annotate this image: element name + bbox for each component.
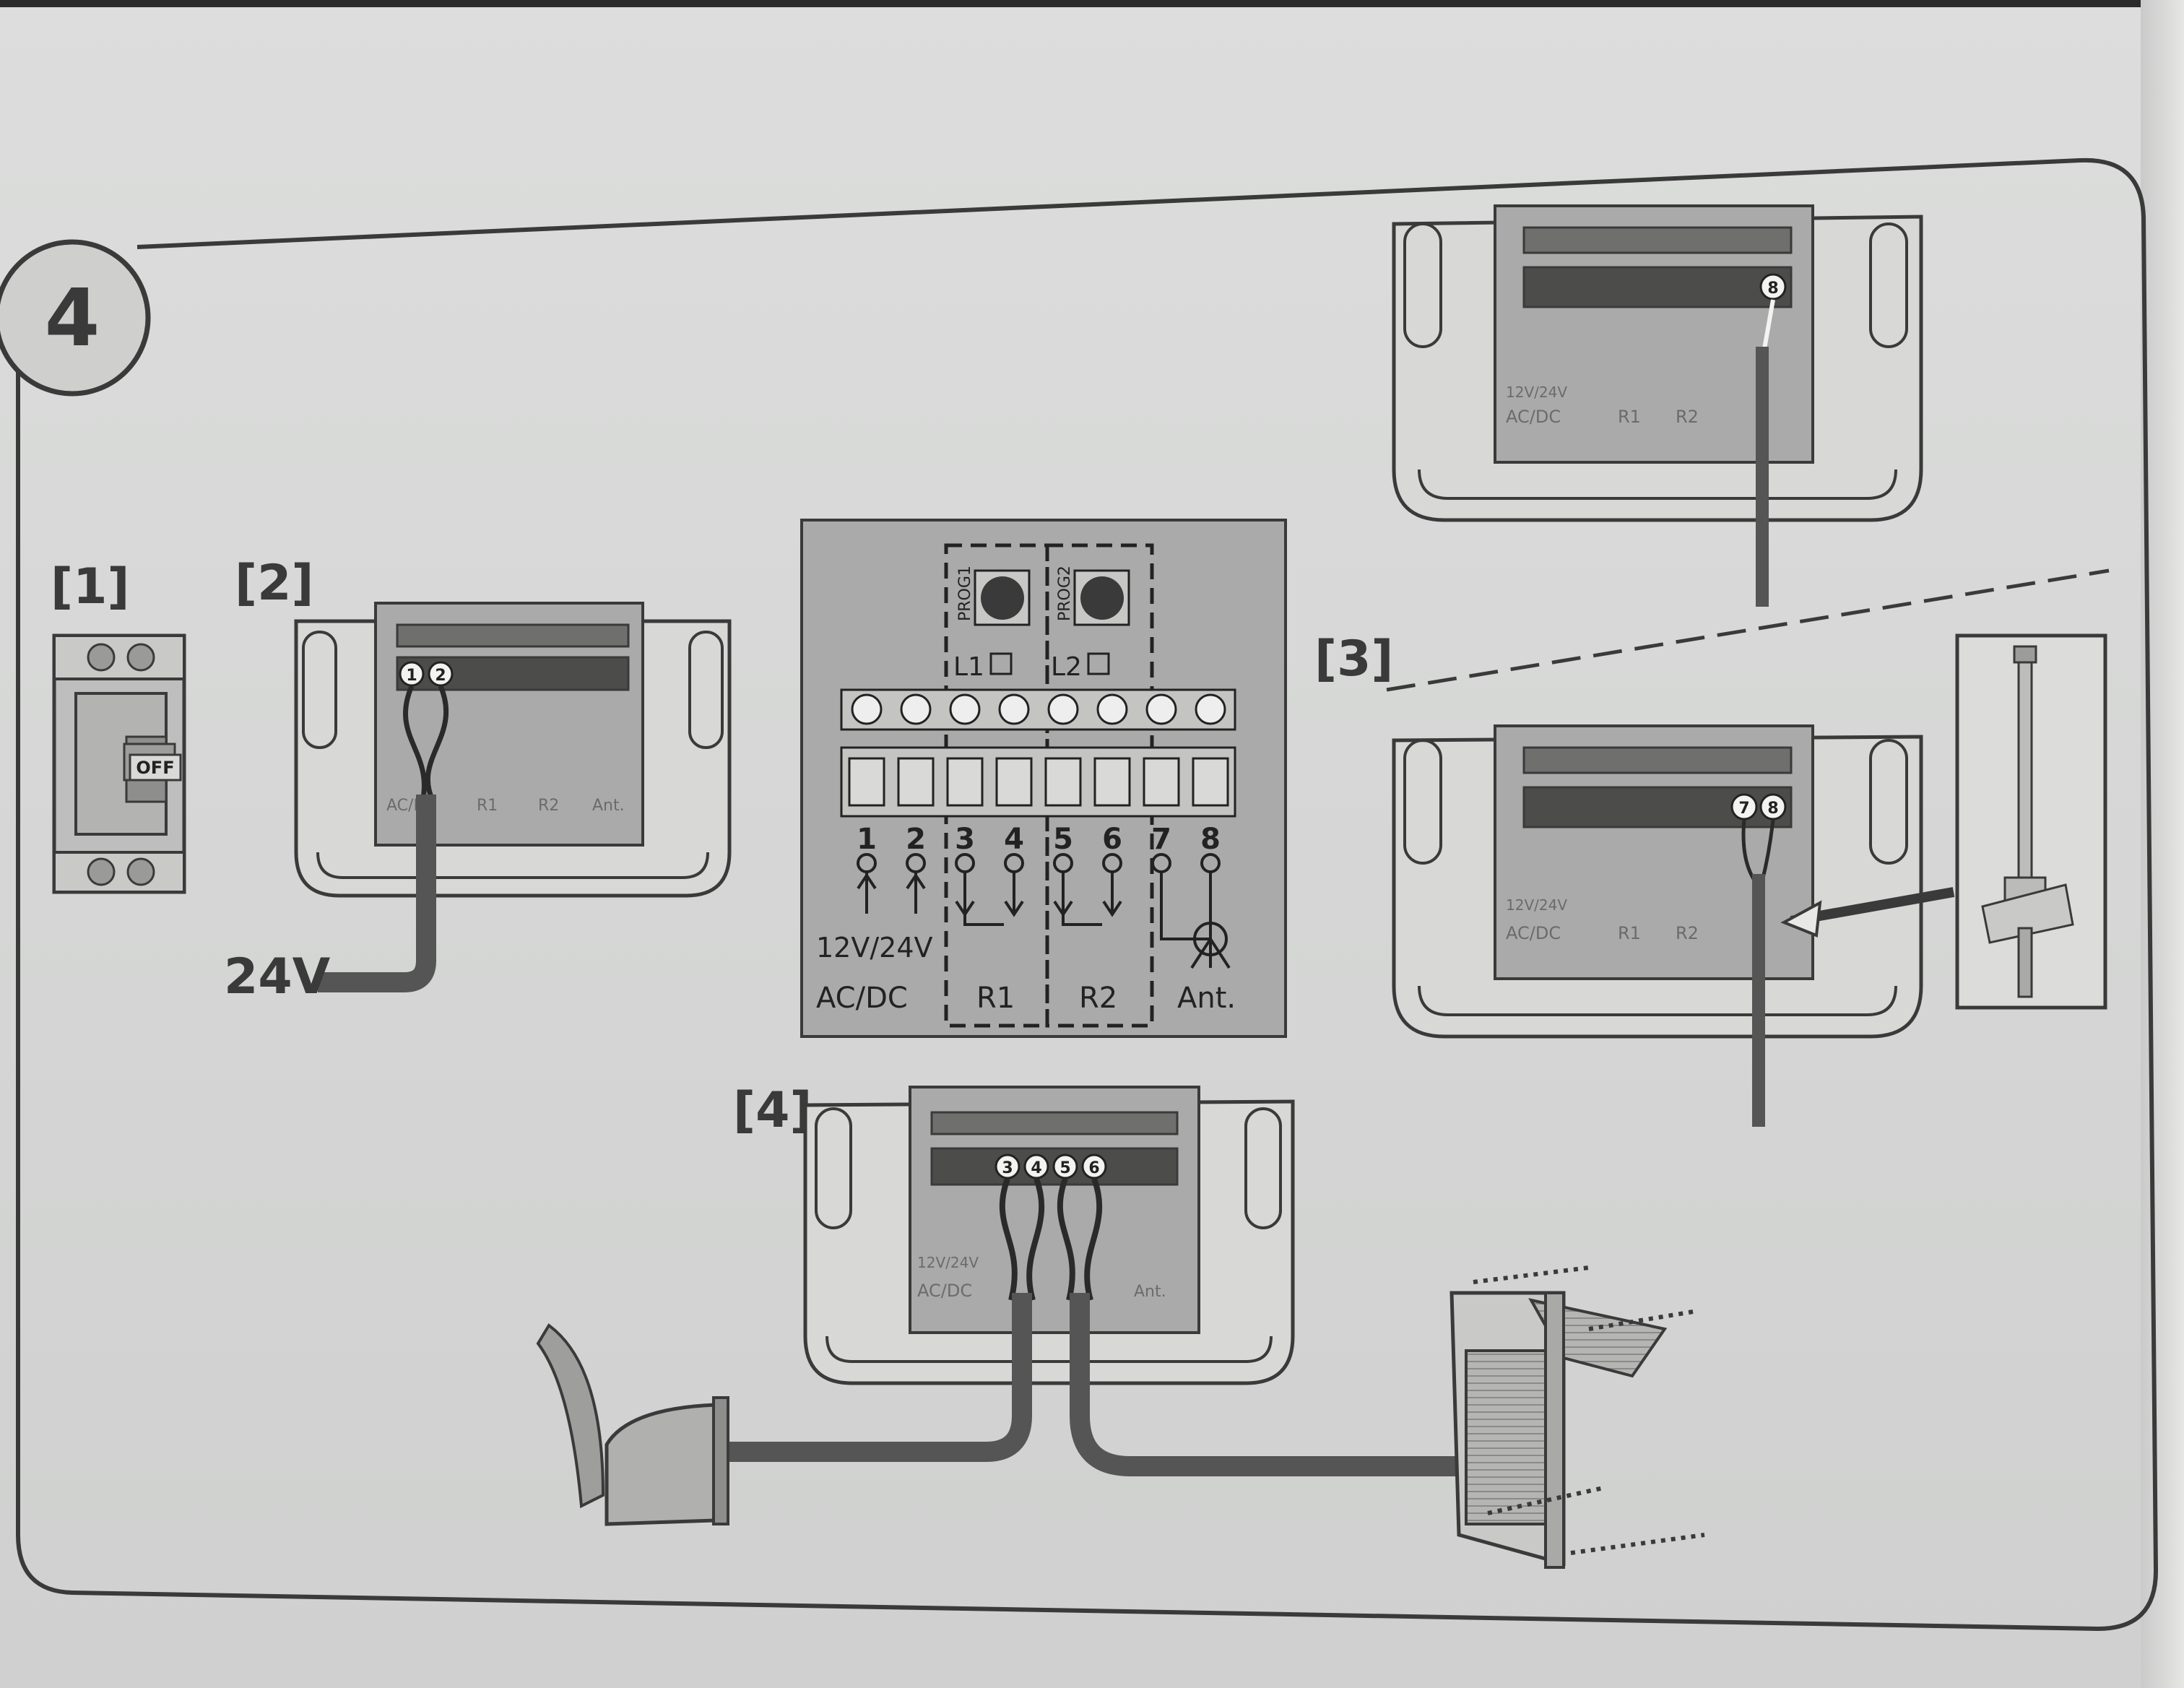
terminal-3: 3: [955, 823, 975, 856]
terminal-4: 4: [1004, 823, 1024, 856]
circuit-breaker: OFF: [52, 633, 186, 894]
terminal-sockets: [840, 746, 1236, 818]
external-antenna-inset: [1955, 633, 2107, 1010]
svg-text:R2: R2: [1676, 923, 1699, 943]
svg-text:R1: R1: [1618, 923, 1641, 943]
panel-label-2: [2]: [235, 555, 313, 612]
relay2-label: R2: [1079, 982, 1117, 1015]
receiver-relay-outputs: 3 4 5 6 12V/24V AC/DC Ant.: [711, 1086, 1459, 1476]
panel-label-4: [4]: [733, 1082, 812, 1139]
terminal-1: 1: [857, 823, 877, 856]
terminal-6: 6: [1102, 823, 1122, 856]
svg-text:1: 1: [406, 667, 417, 685]
terminal-8: 8: [1200, 823, 1221, 856]
svg-text:2: 2: [435, 667, 446, 685]
receiver-antenna-wire: 8 12V/24V AC/DC R1 R2: [1392, 204, 1923, 607]
svg-text:6: 6: [1088, 1159, 1099, 1177]
terminal-block-diagram: PROG1 PROG2 L1 L2: [800, 519, 1287, 1038]
panel-label-1: [1]: [51, 558, 129, 615]
svg-text:4: 4: [1031, 1159, 1041, 1177]
led2-label: L2: [1051, 652, 1082, 682]
page-edge-top: [0, 0, 2184, 7]
led1-label: L1: [953, 652, 984, 682]
receiver-external-antenna: 7 8 12V/24V AC/DC R1 R2: [1392, 724, 1955, 1127]
svg-text:Ant.: Ant.: [1134, 1283, 1166, 1301]
power-voltage-label: 12V/24V: [816, 932, 933, 964]
step-number: 4: [45, 272, 100, 364]
terminal-7: 7: [1151, 823, 1171, 856]
prog2-label: PROG2: [1056, 566, 1074, 621]
prog1-label: PROG1: [956, 566, 974, 621]
panel-label-3: [3]: [1314, 631, 1393, 688]
dashed-divider: [1386, 568, 2110, 692]
svg-text:R1: R1: [1618, 407, 1641, 427]
terminal-symbols: [857, 853, 1231, 969]
terminal-screws: [840, 688, 1236, 731]
svg-text:R2: R2: [1676, 407, 1699, 427]
antenna-label: Ant.: [1177, 982, 1236, 1015]
svg-text:AC/DC: AC/DC: [1506, 923, 1561, 943]
svg-text:12V/24V: 12V/24V: [1506, 896, 1567, 914]
step-number-badge: 4: [0, 239, 151, 397]
svg-text:AC/DC: AC/DC: [1506, 407, 1561, 427]
svg-text:R1: R1: [477, 797, 498, 815]
svg-text:3: 3: [1002, 1159, 1013, 1177]
svg-text:12V/24V: 12V/24V: [917, 1254, 979, 1271]
step-frame: [16, 157, 2159, 1632]
svg-text:7: 7: [1738, 800, 1749, 818]
relay1-label: R1: [976, 982, 1015, 1015]
svg-text:12V/24V: 12V/24V: [1506, 384, 1567, 401]
svg-text:8: 8: [1767, 280, 1778, 298]
svg-text:AC/DC: AC/DC: [917, 1281, 972, 1301]
lamp-device: [536, 1323, 729, 1526]
terminal-5: 5: [1053, 823, 1073, 856]
terminal-2: 2: [906, 823, 926, 856]
power-type-label: AC/DC: [816, 982, 908, 1015]
svg-text:R2: R2: [538, 797, 559, 815]
svg-text:5: 5: [1060, 1159, 1070, 1177]
svg-text:Ant.: Ant.: [592, 797, 625, 815]
breaker-state-label: OFF: [136, 758, 174, 778]
roller-shutter-device: [1450, 1265, 1705, 1569]
svg-text:8: 8: [1767, 800, 1778, 818]
receiver-power-wiring: 1 2 AC/DC R1 R2 Ant. 24V: [224, 602, 732, 1005]
supply-voltage-label: 24V: [224, 948, 331, 1005]
